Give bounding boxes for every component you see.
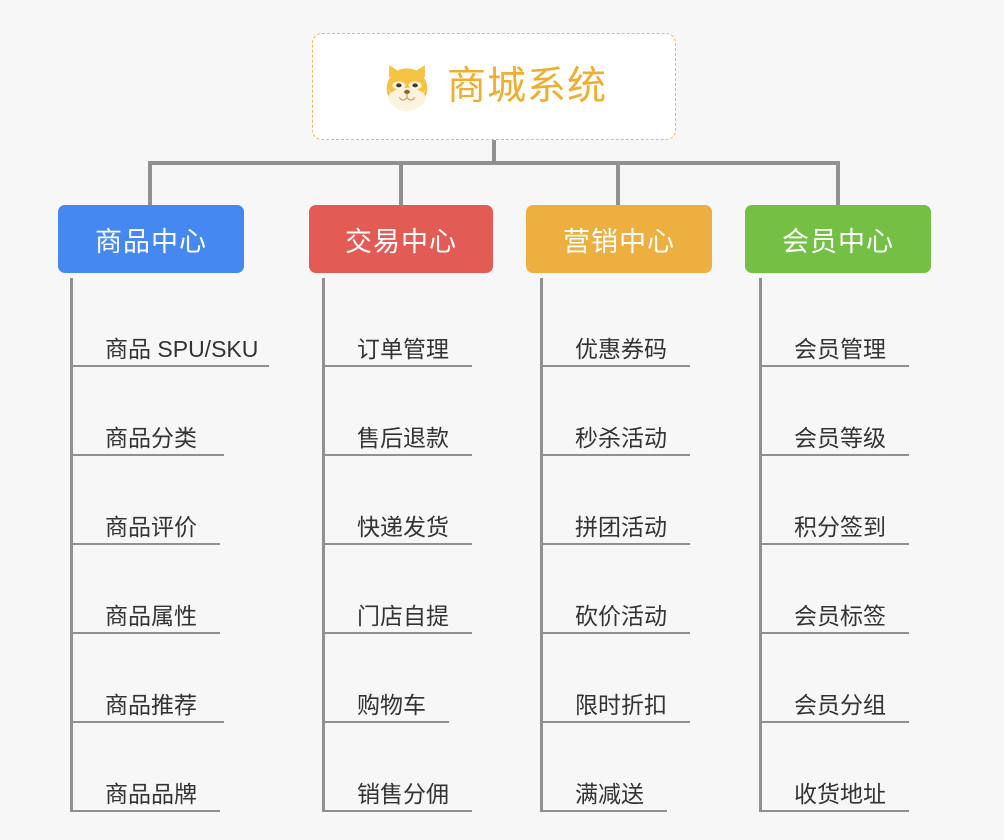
category-label-4: 会员中心	[782, 226, 894, 257]
leaf-label: 快递发货	[357, 513, 449, 540]
list-item[interactable]: 商品推荐	[73, 634, 245, 723]
leaf-column-4: 会员管理 会员等级 积分签到 会员标签 会员分组 收货地址	[759, 278, 934, 812]
category-box-1[interactable]: 商品中心	[58, 205, 244, 273]
list-item[interactable]: 门店自提	[325, 545, 497, 634]
list-item[interactable]: 销售分佣	[325, 723, 497, 812]
category-label-2: 交易中心	[345, 226, 457, 257]
leaf-column-2: 订单管理 售后退款 快递发货 门店自提 购物车 销售分佣	[322, 278, 497, 812]
list-item[interactable]: 拼团活动	[543, 456, 715, 545]
leaf-column-3: 优惠券码 秒杀活动 拼团活动 砍价活动 限时折扣 满减送	[540, 278, 715, 812]
leaf-label: 限时折扣	[575, 691, 667, 718]
category-box-3[interactable]: 营销中心	[526, 205, 712, 273]
list-item[interactable]: 购物车	[325, 634, 497, 723]
leaf-column-1: 商品 SPU/SKU 商品分类 商品评价 商品属性 商品推荐 商品品牌	[70, 278, 269, 812]
leaf-label: 销售分佣	[357, 780, 449, 807]
list-item[interactable]: 售后退款	[325, 367, 497, 456]
leaf-label: 商品评价	[105, 513, 197, 540]
connector-drop-4	[836, 161, 840, 207]
leaf-label: 满减送	[575, 780, 644, 807]
root-title: 商城系统	[446, 65, 607, 108]
list-item[interactable]: 会员分组	[762, 634, 934, 723]
category-label-3: 营销中心	[563, 226, 675, 257]
list-item[interactable]: 秒杀活动	[543, 367, 715, 456]
list-item[interactable]: 限时折扣	[543, 634, 715, 723]
list-item[interactable]: 满减送	[543, 723, 715, 812]
leaf-label: 商品分类	[105, 424, 197, 451]
leaf-label: 积分签到	[794, 513, 886, 540]
leaf-label: 商品属性	[105, 602, 197, 629]
list-item[interactable]: 砍价活动	[543, 545, 715, 634]
connector-drop-1	[148, 161, 152, 207]
category-label-1: 商品中心	[95, 226, 207, 257]
leaf-label: 拼团活动	[575, 513, 667, 540]
leaf-label: 会员分组	[794, 691, 886, 718]
list-item[interactable]: 会员标签	[762, 545, 934, 634]
leaf-label: 商品 SPU/SKU	[105, 335, 259, 362]
list-item[interactable]: 商品分类	[73, 367, 245, 456]
list-item[interactable]: 收货地址	[762, 723, 934, 812]
leaf-label: 商品推荐	[105, 691, 197, 718]
leaf-label: 砍价活动	[575, 602, 667, 629]
shiba-inu-dog-face-icon	[386, 64, 428, 111]
list-item[interactable]: 商品属性	[73, 545, 245, 634]
leaf-label: 会员管理	[794, 335, 886, 362]
leaf-label: 门店自提	[357, 602, 449, 629]
list-item[interactable]: 商品评价	[73, 456, 245, 545]
leaf-label: 收货地址	[794, 780, 886, 807]
list-item[interactable]: 会员等级	[762, 367, 934, 456]
connector-drop-2	[399, 161, 403, 207]
category-box-4[interactable]: 会员中心	[745, 205, 931, 273]
leaf-label: 售后退款	[357, 424, 449, 451]
leaf-label: 优惠券码	[575, 335, 667, 362]
leaf-label: 购物车	[357, 691, 426, 718]
list-item[interactable]: 会员管理	[762, 278, 934, 367]
connector-root-stem	[492, 140, 496, 163]
list-item[interactable]: 商品品牌	[73, 723, 245, 812]
leaf-label: 会员标签	[794, 602, 886, 629]
root-node[interactable]: 商城系统	[312, 33, 676, 140]
category-box-2[interactable]: 交易中心	[309, 205, 493, 273]
leaf-label: 商品品牌	[105, 780, 197, 807]
leaf-label: 会员等级	[794, 424, 886, 451]
connector-bus-horizontal	[148, 161, 840, 165]
list-item[interactable]: 订单管理	[325, 278, 497, 367]
leaf-label: 秒杀活动	[575, 424, 667, 451]
connector-drop-3	[616, 161, 620, 207]
list-item[interactable]: 商品 SPU/SKU	[73, 278, 269, 367]
list-item[interactable]: 快递发货	[325, 456, 497, 545]
list-item[interactable]: 优惠券码	[543, 278, 715, 367]
list-item[interactable]: 积分签到	[762, 456, 934, 545]
leaf-label: 订单管理	[357, 335, 449, 362]
